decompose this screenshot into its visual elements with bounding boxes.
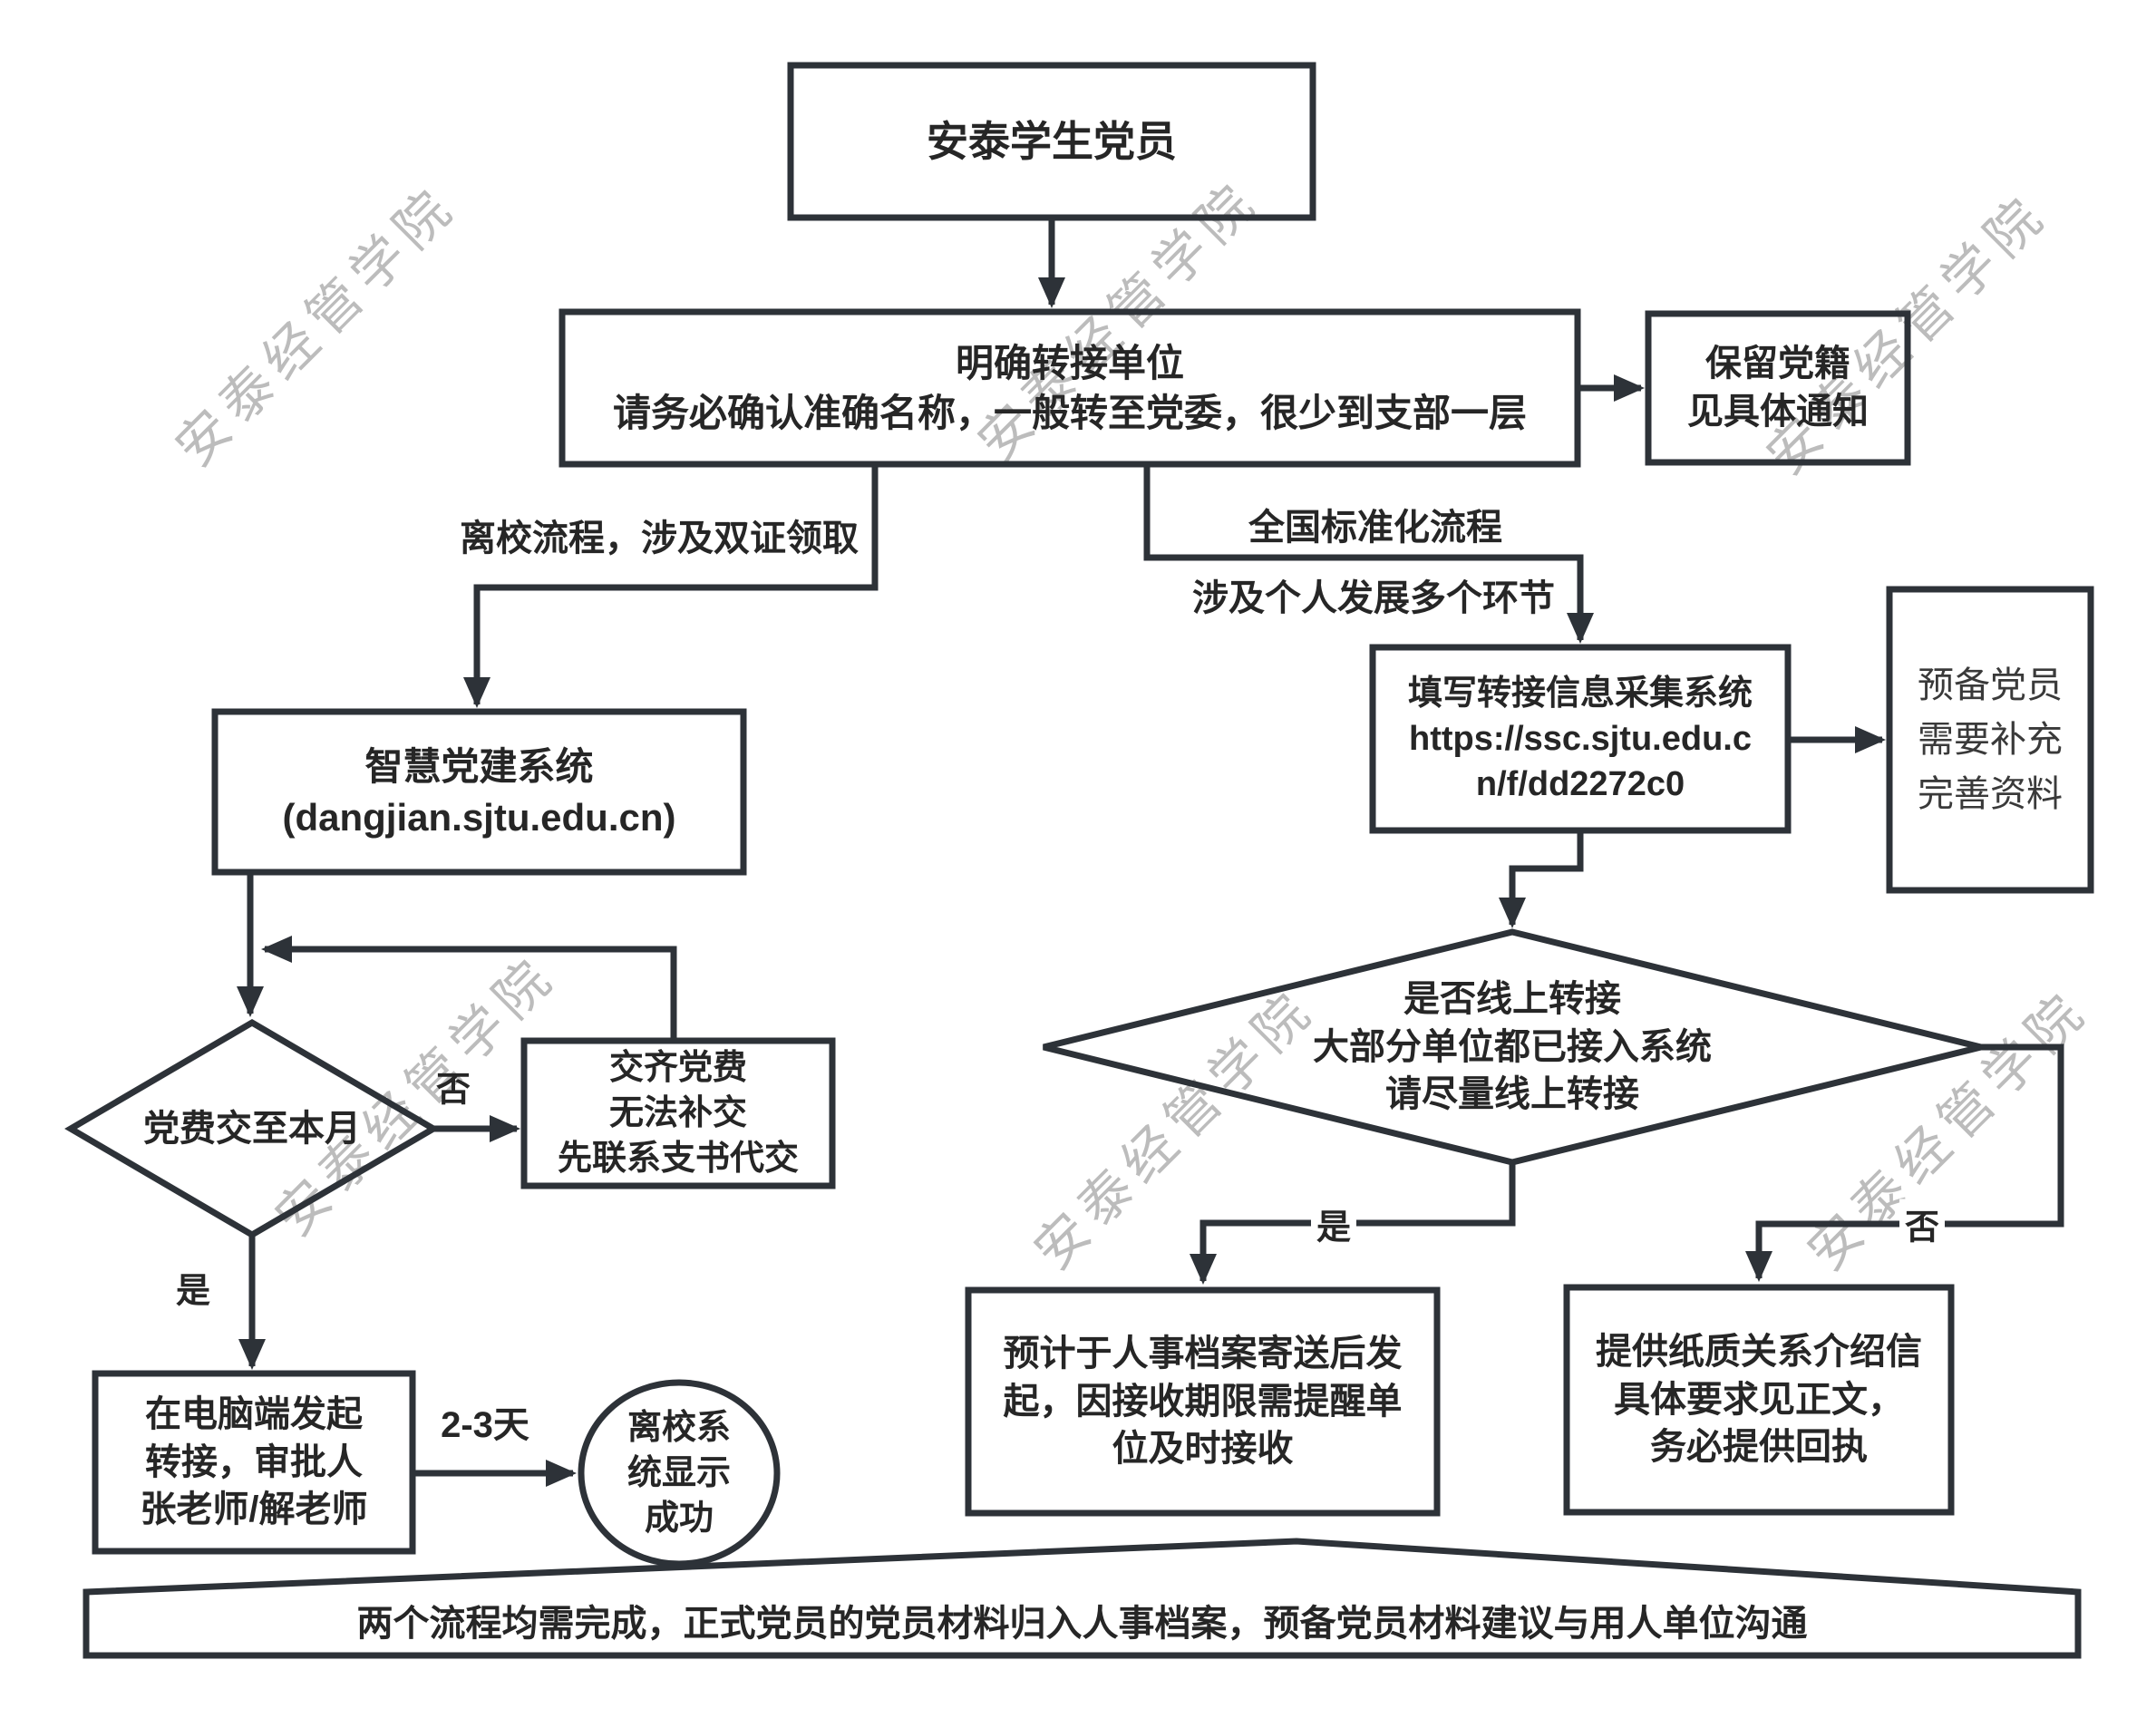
arrow-online-yes-to-online xyxy=(1190,1162,1516,1285)
fill-system-box-line: 填写转接信息采集系统 xyxy=(1407,674,1753,713)
edge-label-online-yes: 是 xyxy=(1310,1199,1357,1249)
arrow-confirm-to-fill-system xyxy=(1143,464,1594,644)
edge-label-right-branch-line1: 全国标准化流程 xyxy=(1248,508,1502,548)
pay-box-line: 先联系支书代交 xyxy=(557,1140,799,1179)
done-circle-text: 离校系 统显示 成功 xyxy=(581,1383,777,1564)
done-circle xyxy=(578,1379,781,1568)
done-circle-line: 成功 xyxy=(644,1500,714,1538)
fee-decision: 党费交至本月 xyxy=(71,1023,433,1235)
pay-box-outline xyxy=(520,1037,836,1189)
retain-box-line: 见具体通知 xyxy=(1687,392,1869,432)
pay-box-line: 无法补交 xyxy=(608,1093,747,1132)
fill-system-box-line: n/f/dd2272c0 xyxy=(1475,765,1685,804)
online-box-line: 起，因接收期限需提醒单 xyxy=(1003,1381,1403,1422)
done-circle-line: 统显示 xyxy=(626,1453,731,1492)
online-box-line: 位及时接收 xyxy=(1112,1429,1294,1470)
note-box-line: 完善资料 xyxy=(1918,774,2063,814)
confirm-box-line: 请务必确认准确名称，一般转至党委，很少到支部一层 xyxy=(612,392,1527,434)
start-box: 安泰学生党员 xyxy=(791,65,1313,218)
arrow-confirm-to-smart xyxy=(463,464,879,708)
note-box: 预备党员 需要补充 完善资料 xyxy=(1889,589,2091,890)
banner-shape xyxy=(83,1538,2082,1659)
edge-label-fee-no: 否 xyxy=(435,1071,471,1110)
online-box: 预计于人事档案寄送后发 起，因接收期限需提醒单 位及时接收 xyxy=(968,1290,1437,1513)
smart-box-outline xyxy=(211,708,747,876)
pay-box-line: 交齐党费 xyxy=(608,1048,747,1087)
smart-box-line: (dangjian.sjtu.edu.cn) xyxy=(282,795,676,839)
paper-box: 提供纸质关系介绍信 具体要求见正文， 务必提供回执 xyxy=(1567,1287,1951,1512)
fee-decision-label: 党费交至本月 xyxy=(143,1108,361,1149)
online-decision-line: 大部分单位都已接入系统 xyxy=(1313,1026,1712,1067)
paper-box-line: 具体要求见正文， xyxy=(1614,1379,1904,1420)
edge-label-fee-yes: 是 xyxy=(175,1272,211,1311)
online-decision-line: 请尽量线上转接 xyxy=(1385,1074,1639,1115)
edge-label-online-no: 否 xyxy=(1899,1199,1946,1249)
retain-box-line: 保留党籍 xyxy=(1705,344,1850,384)
banner: 两个流程均需完成，正式党员的党员材料归入人事档案，预备党员材料建议与用人单位沟通 xyxy=(86,1592,2078,1655)
note-box-line: 预备党员 xyxy=(1918,665,2063,705)
paper-box-outline xyxy=(1563,1284,1955,1516)
fill-system-box: 填写转接信息采集系统 https://ssc.sjtu.edu.c n/f/dd… xyxy=(1373,647,1788,830)
pay-box: 交齐党费 无法补交 先联系支书代交 xyxy=(524,1041,832,1186)
paper-box-line: 务必提供回执 xyxy=(1650,1427,1868,1468)
note-box-outline xyxy=(1886,586,2094,894)
edge-label-left-branch: 离校流程，涉及双证领取 xyxy=(460,519,859,558)
online-decision-line: 是否线上转接 xyxy=(1403,978,1621,1019)
retain-box-outline xyxy=(1645,310,1911,466)
banner-text: 两个流程均需完成，正式党员的党员材料归入人事档案，预备党员材料建议与用人单位沟通 xyxy=(356,1603,1808,1644)
initiate-box-outline xyxy=(92,1370,416,1555)
online-decision: 是否线上转接 大部分单位都已接入系统 请尽量线上转接 xyxy=(1044,932,1981,1162)
done-circle-line: 离校系 xyxy=(626,1408,731,1447)
initiate-box-line: 转接，审批人 xyxy=(145,1441,363,1482)
start-box-label: 安泰学生党员 xyxy=(927,117,1177,165)
note-box-line: 需要补充 xyxy=(1918,720,2063,760)
initiate-box-line: 张老师/解老师 xyxy=(140,1490,368,1530)
arrow-pay-loop-back xyxy=(261,936,677,1041)
paper-box-line: 提供纸质关系介绍信 xyxy=(1596,1331,1922,1372)
online-box-outline xyxy=(965,1286,1441,1517)
online-box-line: 预计于人事档案寄送后发 xyxy=(1003,1333,1403,1373)
smart-box: 智慧党建系统 (dangjian.sjtu.edu.cn) xyxy=(215,712,743,872)
smart-box-line: 智慧党建系统 xyxy=(364,745,594,789)
edge-label-right-branch-line2: 涉及个人发展多个环节 xyxy=(1192,578,1555,618)
arrow-online-no-to-paper xyxy=(1745,1043,2064,1282)
confirm-box-line: 明确转接单位 xyxy=(955,341,1184,384)
edge-label-days: 2-3天 xyxy=(441,1405,529,1445)
retain-box: 保留党籍 见具体通知 xyxy=(1648,314,1908,462)
fill-system-box-line: https://ssc.sjtu.edu.c xyxy=(1409,719,1752,758)
initiate-box: 在电脑端发起 转接，审批人 张老师/解老师 xyxy=(95,1373,413,1551)
arrow-fill-system-to-online-check xyxy=(1499,830,1584,928)
confirm-box: 明确转接单位 请务必确认准确名称，一般转至党委，很少到支部一层 xyxy=(562,312,1578,464)
initiate-box-line: 在电脑端发起 xyxy=(145,1393,363,1434)
